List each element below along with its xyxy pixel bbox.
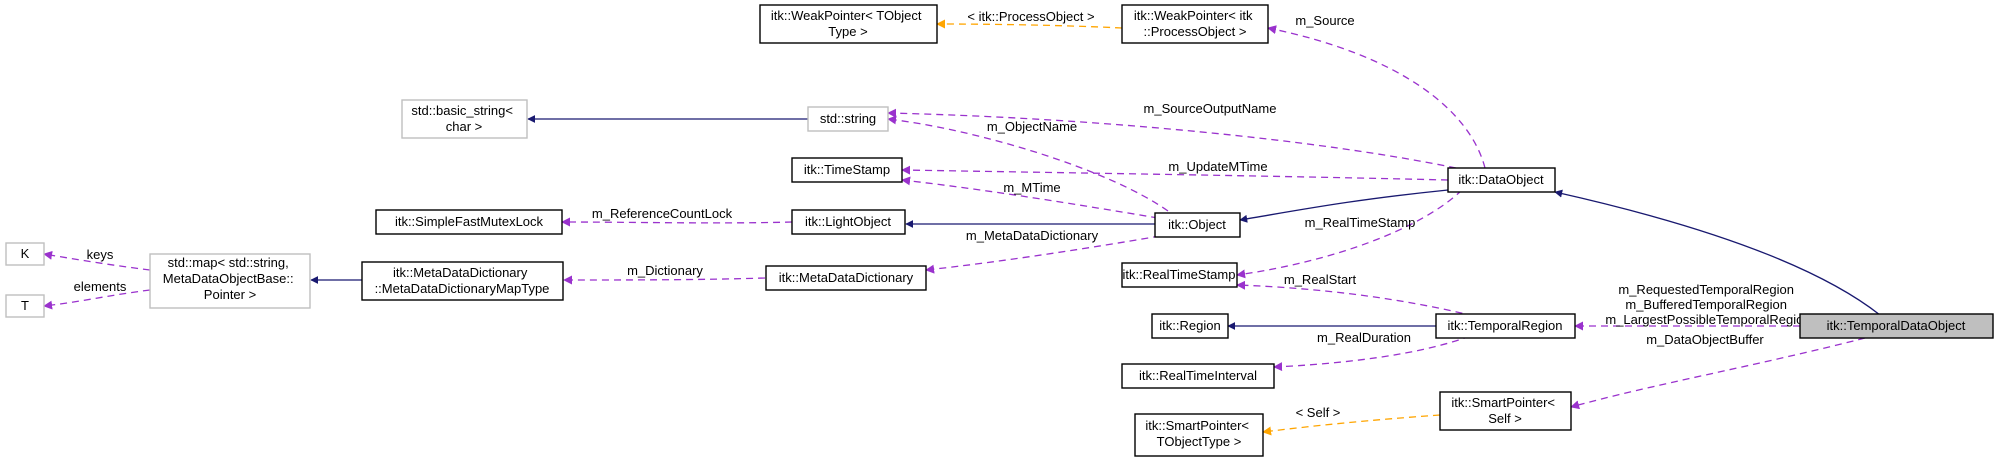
node-std-string[interactable]: std::string — [807, 106, 889, 132]
node-weakpointer-processobject[interactable]: itk::WeakPointer< itk ::ProcessObject > — [1121, 4, 1269, 44]
edge-label-process-object: < itk::ProcessObject > — [967, 9, 1094, 24]
node-metadictionary-maptype[interactable]: itk::MetaDataDictionary ::MetaDataDictio… — [361, 261, 564, 301]
node-temporal-region-label: itk::TemporalRegion — [1448, 318, 1563, 333]
edge-label-realduration: m_RealDuration — [1317, 330, 1411, 345]
edge-dictionary — [563, 275, 766, 285]
node-simple-fast-mutex-lock-label: itk::SimpleFastMutexLock — [395, 214, 544, 229]
node-data-object-label: itk::DataObject — [1458, 172, 1544, 187]
node-basic-string[interactable]: std::basic_string< char > — [401, 99, 528, 139]
edge-self — [1262, 414, 1441, 436]
edge-referencecountlock — [561, 217, 793, 227]
node-smartpointer-self[interactable]: itk::SmartPointer< Self > — [1439, 391, 1572, 431]
node-smartpointer-self-label: itk::SmartPointer< Self > — [1451, 395, 1558, 426]
edge-label-updatemtime: m_UpdateMTime — [1168, 159, 1267, 174]
edge-sourceoutputname — [887, 108, 1457, 169]
node-timestamp-label: itk::TimeStamp — [804, 162, 890, 177]
edge-label-realstart: m_RealStart — [1284, 272, 1357, 287]
edge-label-elements: elements — [74, 279, 127, 294]
node-realtimestamp-label: itk::RealTimeStamp — [1123, 267, 1236, 282]
node-smartpointer-template-label: itk::SmartPointer< TObjectType > — [1145, 418, 1252, 449]
node-object-label: itk::Object — [1168, 217, 1226, 232]
node-realtimeinterval[interactable]: itk::RealTimeInterval — [1121, 363, 1275, 389]
node-metadictionary[interactable]: itk::MetaDataDictionary — [765, 265, 927, 291]
node-weakpointer-processobject-label: itk::WeakPointer< itk ::ProcessObject > — [1134, 8, 1256, 39]
node-region[interactable]: itk::Region — [1151, 313, 1229, 339]
node-weakpointer-template-label: itk::WeakPointer< TObject Type > — [771, 8, 925, 39]
edge-updatemtime — [901, 165, 1449, 181]
edge-realtimestamp — [1236, 189, 1463, 279]
edge-realstart — [1236, 280, 1475, 317]
edge-label-sourceoutputname: m_SourceOutputName — [1144, 101, 1277, 116]
edge-metadatadictionary — [925, 235, 1161, 274]
node-k[interactable]: K — [5, 242, 45, 266]
node-smartpointer-template[interactable]: itk::SmartPointer< TObjectType > — [1134, 413, 1264, 457]
edge-label-realtimestamp: m_RealTimeStamp — [1305, 215, 1416, 230]
node-simple-fast-mutex-lock[interactable]: itk::SimpleFastMutexLock — [375, 209, 563, 235]
node-data-object[interactable]: itk::DataObject — [1447, 167, 1556, 193]
edge-source — [1267, 25, 1486, 169]
edge-dataobjectbuffer — [1570, 337, 1866, 410]
edge-objectname — [887, 115, 1169, 212]
edge-process-object — [936, 19, 1123, 29]
node-metadictionary-maptype-label: itk::MetaDataDictionary ::MetaDataDictio… — [375, 265, 550, 296]
edge-keys — [43, 250, 151, 271]
node-std-map[interactable]: std::map< std::string, MetaDataObjectBas… — [149, 253, 311, 309]
node-temporal-region[interactable]: itk::TemporalRegion — [1435, 313, 1576, 339]
node-realtimestamp[interactable]: itk::RealTimeStamp — [1121, 262, 1238, 288]
node-light-object-label: itk::LightObject — [805, 214, 891, 229]
node-basic-string-label: std::basic_string< char > — [411, 103, 516, 134]
node-object[interactable]: itk::Object — [1154, 212, 1241, 238]
edge-label-temporal-regions: m_RequestedTemporalRegion m_BufferedTemp… — [1605, 282, 1810, 327]
node-std-map-label: std::map< std::string, MetaDataObjectBas… — [163, 255, 297, 302]
node-std-string-label: std::string — [820, 111, 876, 126]
node-t[interactable]: T — [5, 294, 45, 318]
node-metadictionary-label: itk::MetaDataDictionary — [779, 270, 914, 285]
edge-label-mtime: m_MTime — [1003, 180, 1060, 195]
edge-dataobject-inherit — [1554, 189, 1881, 316]
node-k-label: K — [21, 246, 30, 261]
node-realtimeinterval-label: itk::RealTimeInterval — [1139, 368, 1257, 383]
node-temporal-data-object[interactable]: itk::TemporalDataObject — [1799, 313, 1994, 339]
node-t-label: T — [21, 298, 29, 313]
edge-object-inherit — [1239, 189, 1449, 223]
edge-label-self: < Self > — [1296, 405, 1341, 420]
edge-label-metadatadictionary: m_MetaDataDictionary — [966, 228, 1099, 243]
edge-label-keys: keys — [87, 247, 114, 262]
edge-label-objectname: m_ObjectName — [987, 119, 1077, 134]
edge-mtime — [901, 176, 1159, 219]
node-temporal-data-object-label: itk::TemporalDataObject — [1827, 318, 1966, 333]
edge-label-referencecountlock: m_ReferenceCountLock — [592, 206, 733, 221]
edge-label-dataobjectbuffer: m_DataObjectBuffer — [1646, 332, 1764, 347]
edge-label-dictionary: m_Dictionary — [627, 263, 703, 278]
edge-elements — [43, 289, 151, 310]
edge-realduration — [1273, 335, 1471, 372]
edge-label-source: m_Source — [1295, 13, 1354, 28]
node-light-object[interactable]: itk::LightObject — [791, 209, 906, 235]
node-timestamp[interactable]: itk::TimeStamp — [791, 157, 903, 183]
node-weakpointer-template[interactable]: itk::WeakPointer< TObject Type > — [759, 4, 938, 44]
node-region-label: itk::Region — [1159, 318, 1220, 333]
